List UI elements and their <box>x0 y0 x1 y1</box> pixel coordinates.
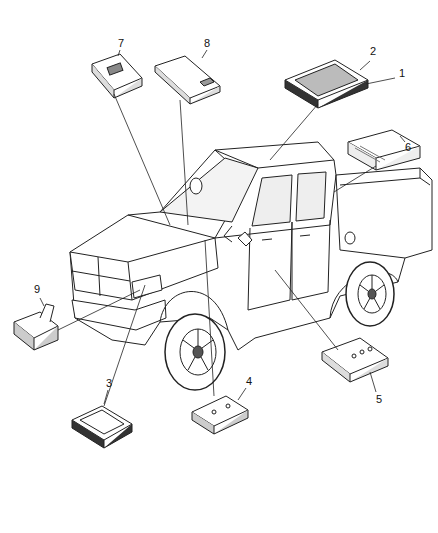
callout-number: 4 <box>246 376 252 387</box>
wheels <box>165 262 394 390</box>
callout-number: 7 <box>118 38 124 49</box>
truck-body <box>70 142 432 350</box>
callout-number: 9 <box>34 284 40 295</box>
module-1-2 <box>285 60 368 108</box>
label-ticks <box>40 50 405 404</box>
module-5 <box>322 338 388 382</box>
sensor-9 <box>14 304 58 350</box>
leader-lines <box>58 94 376 406</box>
callout-number: 1 <box>399 68 405 79</box>
callout-number: 5 <box>376 394 382 405</box>
callout-number: 6 <box>405 142 411 153</box>
module-3 <box>72 406 132 448</box>
callout-number: 8 <box>204 38 210 49</box>
module-6 <box>348 130 420 170</box>
callout-number: 3 <box>106 378 112 389</box>
module-4 <box>192 396 248 434</box>
module-7 <box>92 54 142 98</box>
callout-number: 2 <box>370 46 376 57</box>
module-8 <box>155 56 220 104</box>
